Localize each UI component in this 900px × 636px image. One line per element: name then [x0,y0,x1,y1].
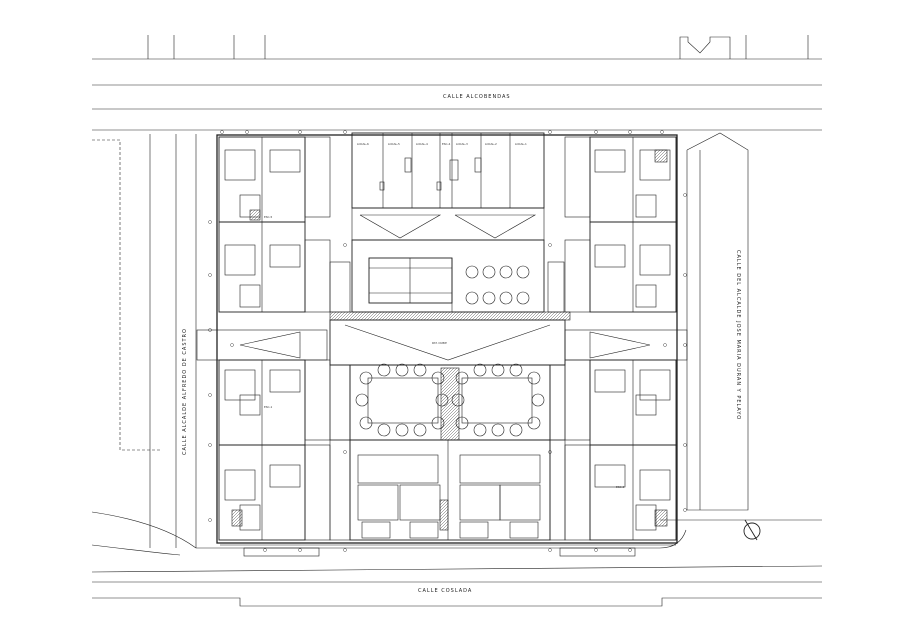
west-wing [218,136,331,541]
east-street: CALLE DEL ALCALDE JOSE MARIA DURAN Y PEL… [686,132,749,511]
sports-court [329,239,565,313]
north-street-label: CALLE ALCOBENDAS [443,94,511,100]
store-label-extra: ESC-4 [442,142,451,146]
service-cores [329,364,566,541]
south-block [349,439,551,541]
store-label-1: LOCAL-1 [515,142,527,146]
garden-area [349,363,551,441]
east-street-label: CALLE DEL ALCALDE JOSE MARIA DURAN Y PEL… [735,250,741,420]
stair-label-2: ESC-2 [616,485,625,489]
level-markers [208,130,687,552]
stores-block: LOCAL-6 LOCAL-5 LOCAL-4 ESC-4 LOCAL-3 LO… [351,132,545,209]
store-label-6: LOCAL-6 [357,142,369,146]
paving-strip [329,311,571,321]
east-passage [564,329,688,361]
courtyard-label: PAT. CUBIE [432,341,447,345]
stair-label-1: ESC-1 [264,405,273,409]
west-street: CALLE ALCALDE ALFREDO DE CASTRO [92,134,197,548]
north-arrow-icon [743,519,761,541]
building-outline [216,134,678,557]
garden-circles [355,363,545,437]
store-label-3: LOCAL-3 [456,142,468,146]
south-street: CALLE COSLADA [91,511,823,607]
west-street-label: CALLE ALCALDE ALFREDO DE CASTRO [182,328,188,455]
store-label-5: LOCAL-5 [388,142,400,146]
store-label-2: LOCAL-2 [485,142,497,146]
north-street: CALLE ALCOBENDAS [92,35,822,131]
store-label-4: LOCAL-4 [416,142,428,146]
south-street-label: CALLE COSLADA [418,588,472,594]
ramp-area [351,207,545,241]
central-courtyard: PAT. CUBIE [329,319,566,366]
stair-label-5: ESC-5 [264,215,273,219]
west-passage [196,329,328,361]
